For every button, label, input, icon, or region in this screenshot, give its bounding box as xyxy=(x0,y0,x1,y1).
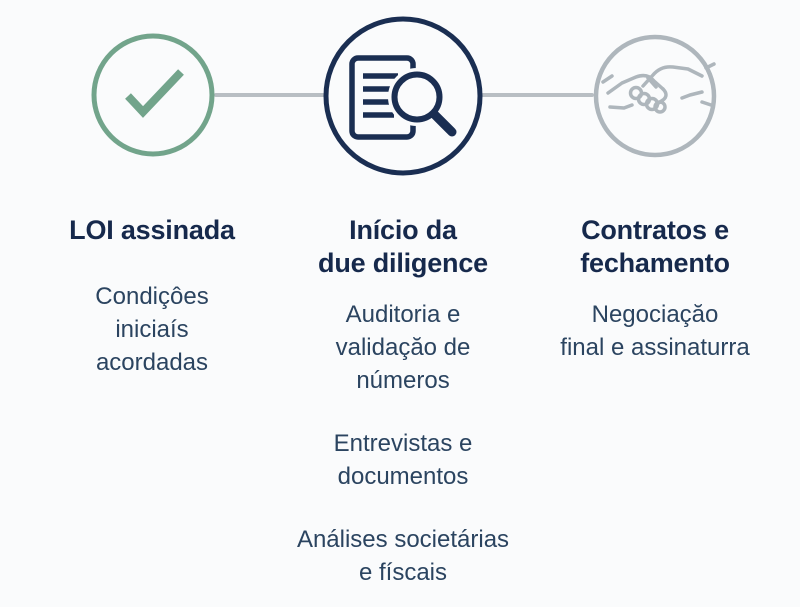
step-detail: Análises societárias e físcais xyxy=(296,526,510,586)
step-circle-loi xyxy=(88,30,218,165)
check-icon xyxy=(91,33,215,157)
step-detail: Entrevistas e documentos xyxy=(333,430,473,490)
step-loi: LOI assinada Condiçôes iniciaís acordada… xyxy=(32,196,272,397)
step-circle-contracts xyxy=(590,31,720,166)
step-contracts: Contratos e fechamento Negociaçăo final … xyxy=(523,196,787,382)
step-title: LOI assinada xyxy=(69,215,235,245)
step-title: Contratos e fechamento xyxy=(580,215,730,278)
step-detail: Negociaçăo final e assinaturra xyxy=(560,301,750,361)
step-detail: Condiçôes iniciaís acordadas xyxy=(95,283,209,376)
connector-line-1 xyxy=(214,93,325,97)
step-circle-due-diligence xyxy=(321,14,485,183)
step-title: Início da due diligence xyxy=(318,215,488,278)
step-detail: Auditoria e validaçăo de números xyxy=(335,301,471,394)
connector-line-2 xyxy=(481,93,594,97)
step-due-diligence: Início da due diligence Auditoria e vali… xyxy=(273,196,533,607)
handshake-icon xyxy=(593,34,717,158)
document-search-icon xyxy=(323,16,483,176)
process-diagram: LOI assinada Condiçôes iniciaís acordada… xyxy=(32,14,787,586)
